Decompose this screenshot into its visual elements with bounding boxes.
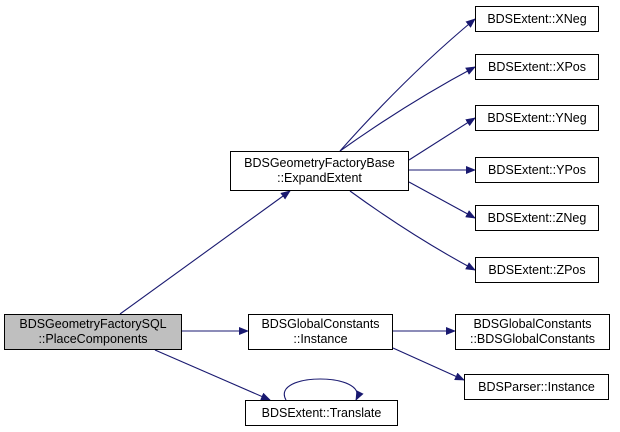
node-zneg-label: BDSExtent::ZNeg [487,210,587,225]
node-yneg-label: BDSExtent::YNeg [487,110,587,125]
call-edge [349,190,476,271]
node-ypos-label: BDSExtent::YPos [488,162,586,177]
call-edge [154,349,271,401]
node-translate[interactable]: BDSExtent::Translate [245,400,398,426]
node-ypos[interactable]: BDSExtent::YPos [475,157,599,183]
node-global-ctor[interactable]: BDSGlobalConstants ::BDSGlobalConstants [455,314,610,350]
node-parser-instance-label: BDSParser::Instance [478,379,595,394]
node-place-components-line1: BDSGeometryFactorySQL [19,317,167,331]
node-parser-instance[interactable]: BDSParser::Instance [464,374,609,400]
node-xpos-label: BDSExtent::XPos [488,59,586,74]
node-zpos[interactable]: BDSExtent::ZPos [475,257,599,283]
node-expand-extent[interactable]: BDSGeometryFactoryBase ::ExpandExtent [230,151,409,191]
node-expand-extent-line2: ::ExpandExtent [277,171,362,185]
node-global-instance-line2: ::Instance [293,332,348,346]
call-edge [339,18,476,152]
call-edge [119,190,291,315]
call-edge [392,347,465,381]
node-global-ctor-line2: ::BDSGlobalConstants [469,332,596,346]
node-xneg[interactable]: BDSExtent::XNeg [475,6,599,32]
node-place-components-line2: ::PlaceComponents [38,332,148,346]
node-yneg[interactable]: BDSExtent::YNeg [475,105,599,131]
node-global-instance-line1: BDSGlobalConstants [261,317,380,331]
node-global-instance[interactable]: BDSGlobalConstants ::Instance [248,314,393,350]
call-edge [408,117,476,161]
node-place-components: BDSGeometryFactorySQL ::PlaceComponents [4,314,182,350]
node-zneg[interactable]: BDSExtent::ZNeg [475,205,599,231]
node-global-ctor-line1: BDSGlobalConstants [473,317,592,331]
node-xneg-label: BDSExtent::XNeg [487,11,587,26]
node-zpos-label: BDSExtent::ZPos [488,262,586,277]
node-translate-label: BDSExtent::Translate [261,405,382,420]
node-expand-extent-line1: BDSGeometryFactoryBase [244,156,395,170]
node-xpos[interactable]: BDSExtent::XPos [475,54,599,80]
self-call-edge [283,378,364,401]
call-edge [339,66,476,152]
call-edge [408,181,476,219]
